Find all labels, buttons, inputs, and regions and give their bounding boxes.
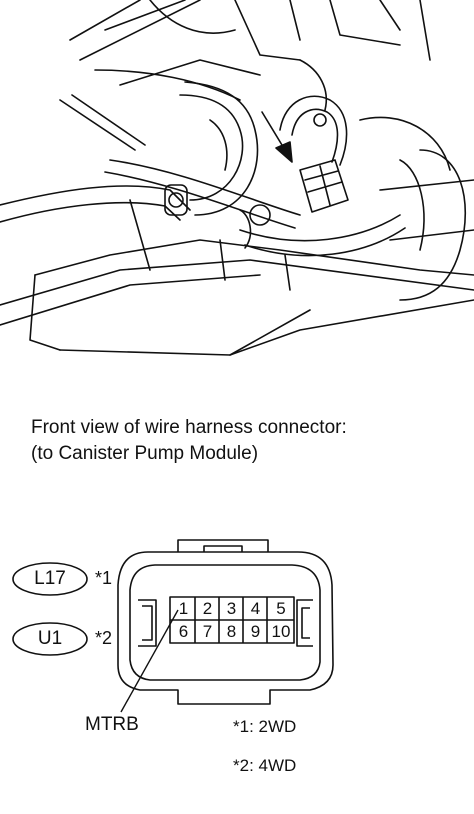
pin-7: 7 [202,622,213,641]
pin-5: 5 [276,599,286,618]
connector-marker-2: *2 [95,628,113,648]
pin-10: 10 [271,622,291,641]
connector-code-l17: L17 [34,568,66,589]
pin-3: 3 [226,599,237,618]
mtrb-label: MTRB [85,714,139,735]
pin-6: 6 [178,622,189,641]
pin-4: 4 [250,599,261,618]
pin-9: 9 [250,622,261,641]
caption-line-2: (to Canister Pump Module) [31,443,259,464]
connector-lock-tab [177,539,269,552]
note-4wd: *2: 4WD [233,756,297,775]
caption-line-1: Front view of wire harness connector: [31,417,347,438]
pin-2: 2 [202,599,213,618]
pin-8: 8 [226,622,237,641]
connector-marker-1: *1 [95,568,113,588]
mtrb-leader-line [120,609,179,713]
connector-code-u1: U1 [37,628,63,649]
note-2wd: *1: 2WD [233,717,297,736]
pin-1: 1 [178,599,189,618]
vehicle-illustration [0,0,474,356]
